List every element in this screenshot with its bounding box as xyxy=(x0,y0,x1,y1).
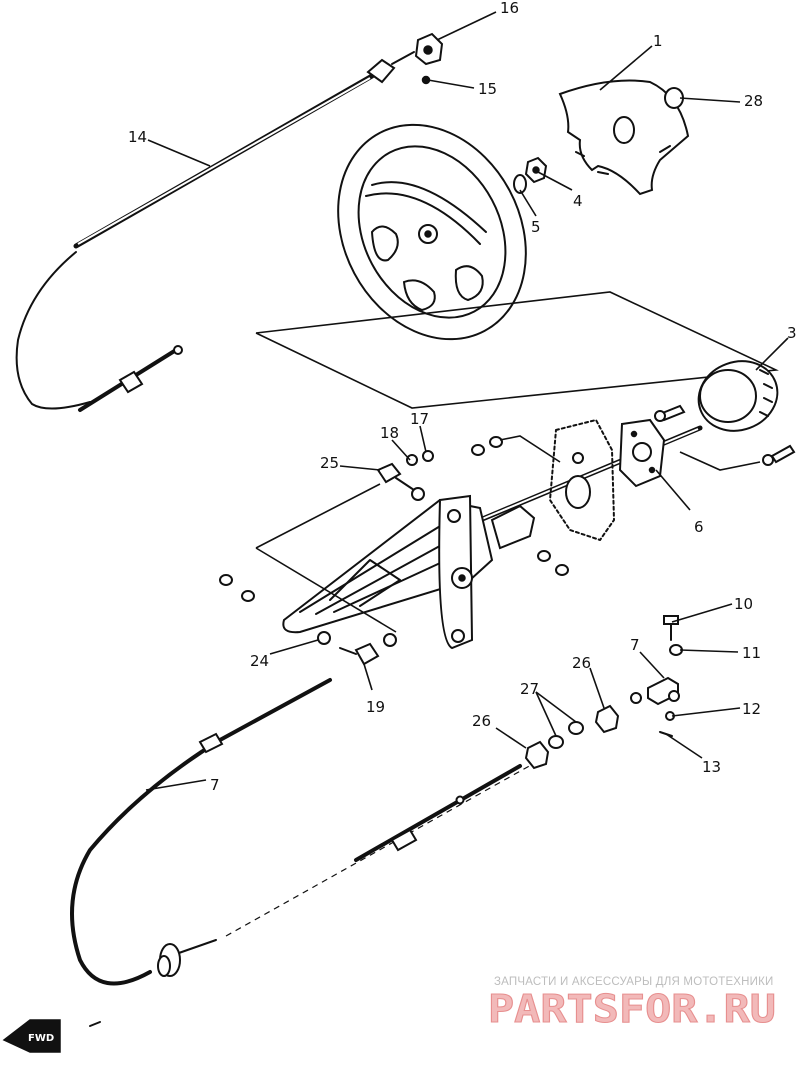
nut-17 xyxy=(422,450,434,462)
callout-labels: 16 15 14 1 28 4 5 3 6 25 18 17 24 19 10 … xyxy=(128,0,797,794)
nut-26-lower xyxy=(524,740,550,770)
throttle-cable xyxy=(15,51,415,412)
callout-3: 3 xyxy=(787,324,797,342)
cable-bracket xyxy=(414,32,444,66)
callout-26-lower: 26 xyxy=(472,712,491,730)
steering-column-shaft xyxy=(477,425,703,523)
steering-bracket xyxy=(282,494,536,650)
shift-cable xyxy=(70,678,332,986)
column-flange xyxy=(618,418,666,488)
cable-end-threaded xyxy=(354,764,522,862)
gauge-bezel xyxy=(697,360,779,432)
wheel-washer xyxy=(513,174,527,194)
washer-27-lower xyxy=(548,735,564,749)
watermark: ЗАПЧАСТИ И АКСЕССУАРЫ ДЛЯ МОТОТЕХНИКИ PA… xyxy=(488,976,777,1032)
callout-4: 4 xyxy=(573,192,583,210)
callout-14: 14 xyxy=(128,128,147,146)
wheel-center-cover xyxy=(558,79,690,196)
bolt-10 xyxy=(663,615,679,641)
callout-28: 28 xyxy=(744,92,763,110)
callout-19: 19 xyxy=(366,698,385,716)
nut-small xyxy=(630,692,642,704)
nut-18 xyxy=(406,454,418,466)
callout-6: 6 xyxy=(694,518,704,536)
nut-24 xyxy=(317,631,331,645)
watermark-logo: PARTSFOR.RU xyxy=(488,987,776,1031)
callout-leaders xyxy=(145,11,789,791)
small-washers xyxy=(219,436,569,602)
callout-10: 10 xyxy=(734,595,753,613)
callout-18: 18 xyxy=(380,424,399,442)
callout-5: 5 xyxy=(531,218,541,236)
mounting-plate xyxy=(549,419,615,541)
callout-11: 11 xyxy=(742,644,761,662)
cable-joint xyxy=(647,676,680,706)
column-bolts xyxy=(654,404,796,466)
nut-lower xyxy=(383,633,397,647)
callout-13: 13 xyxy=(702,758,721,776)
callout-17: 17 xyxy=(410,410,429,428)
callout-1: 1 xyxy=(653,32,663,50)
callout-25: 25 xyxy=(320,454,339,472)
forward-direction-arrow: FWD xyxy=(2,1019,61,1053)
callout-15: 15 xyxy=(478,80,497,98)
stud-25 xyxy=(376,462,415,491)
callout-16: 16 xyxy=(500,0,519,17)
steering-wheel xyxy=(337,123,527,341)
callout-12: 12 xyxy=(742,700,761,718)
callout-7-upper: 7 xyxy=(630,636,640,654)
callout-24: 24 xyxy=(250,652,269,670)
stud-19 xyxy=(339,642,380,666)
wheel-nut xyxy=(524,156,548,184)
watermark-tagline: ЗАПЧАСТИ И АКСЕССУАРЫ ДЛЯ МОТОТЕХНИКИ xyxy=(494,976,774,988)
forward-arrow-label: FWD xyxy=(28,1033,54,1044)
washer-27-upper xyxy=(568,721,584,735)
callout-26-upper: 26 xyxy=(572,654,591,672)
callout-7-lower: 7 xyxy=(210,776,220,794)
spacer xyxy=(411,487,425,501)
nut-26-upper xyxy=(594,704,620,734)
callout-27: 27 xyxy=(520,680,539,698)
